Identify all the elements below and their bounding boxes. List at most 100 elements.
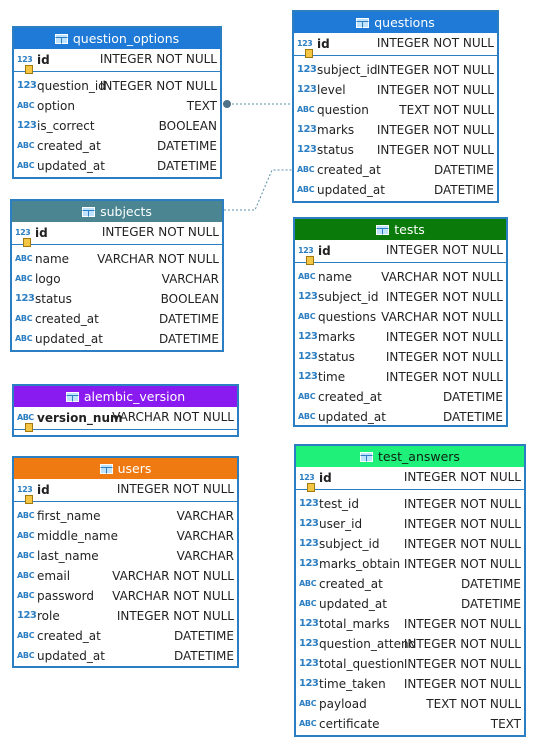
column-name: created_at — [318, 390, 382, 404]
text-icon: ABC — [15, 274, 33, 283]
column-name: question — [317, 103, 369, 117]
column-name: updated_at — [319, 597, 387, 611]
table-title: question_options — [72, 31, 180, 46]
column-name: middle_name — [37, 529, 119, 543]
table-header[interactable]: test_answers — [296, 446, 524, 467]
key-number-icon: 123 — [298, 246, 314, 265]
column-name: last_name — [37, 549, 99, 563]
text-icon: ABC — [17, 141, 35, 150]
text-icon: ABC — [17, 511, 35, 520]
column-name: subject_id — [318, 290, 379, 304]
column-name: created_at — [37, 139, 101, 153]
column-name: email — [37, 569, 71, 583]
table-title: alembic_version — [83, 389, 186, 404]
column-name: role — [37, 609, 60, 623]
column-type: INTEGER NOT NULL — [403, 497, 521, 511]
table-header[interactable]: tests — [295, 219, 506, 240]
column-type: DATETIME — [158, 312, 219, 326]
column-name: marks_obtain — [319, 557, 401, 571]
column-type: DATETIME — [173, 649, 234, 663]
column-type: BOOLEAN — [160, 292, 219, 306]
column-type: INTEGER NOT NULL — [116, 609, 234, 623]
text-icon: ABC — [297, 105, 315, 114]
table-header[interactable]: users — [14, 458, 237, 479]
connector-subjects-questions — [224, 169, 293, 211]
number-icon: 123 — [297, 84, 317, 95]
table-header[interactable]: alembic_version — [14, 386, 237, 407]
table-header[interactable]: question_options — [14, 28, 220, 49]
text-icon: ABC — [15, 254, 33, 263]
table-header[interactable]: subjects — [12, 201, 222, 222]
column-name: id — [37, 53, 50, 67]
number-icon: 123 — [298, 351, 318, 362]
column-type: VARCHAR NOT NULL — [112, 569, 234, 583]
column-name: created_at — [317, 163, 381, 177]
key-number-icon: 123 — [299, 473, 315, 492]
number-icon: 123 — [299, 678, 319, 689]
table-header[interactable]: questions — [294, 12, 497, 33]
column-name: status — [318, 350, 355, 364]
column-type: DATETIME — [442, 390, 503, 404]
